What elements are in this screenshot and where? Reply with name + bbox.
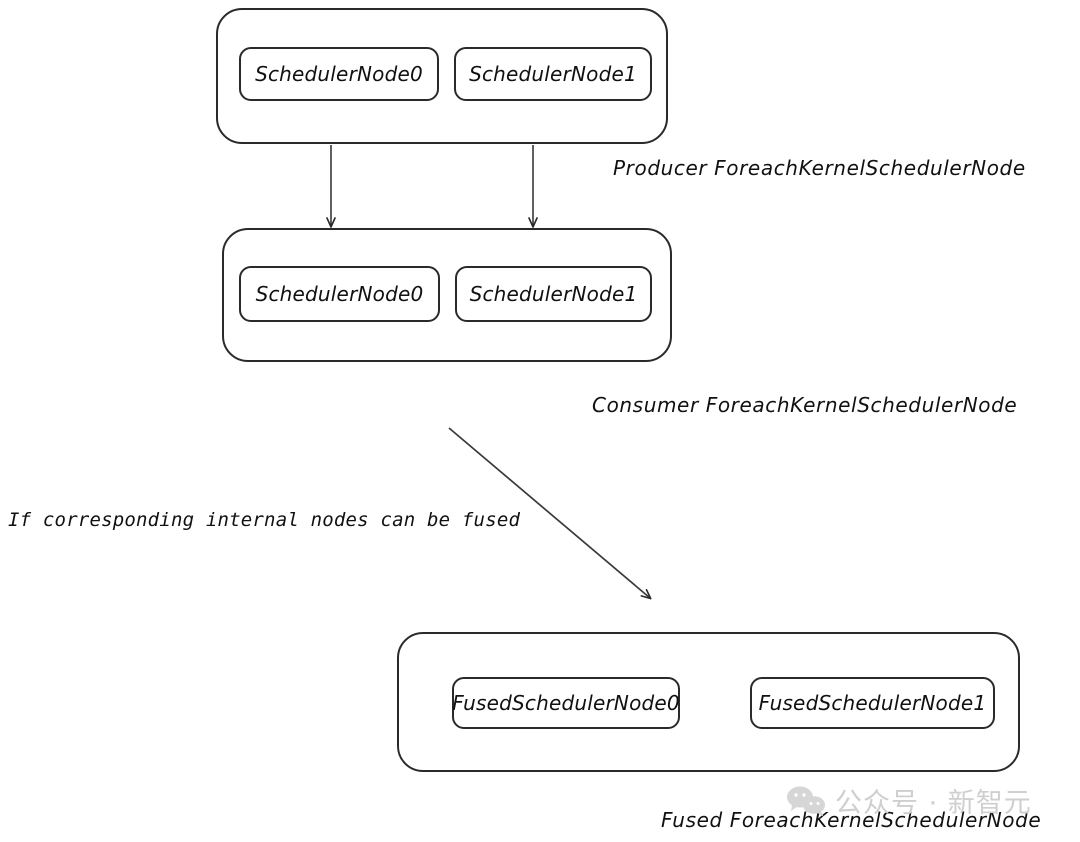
consumer-foreach-kernel-scheduler-node-group: SchedulerNode0 SchedulerNode1 bbox=[222, 228, 672, 362]
fused-group-caption: Fused ForeachKernelSchedulerNode bbox=[661, 808, 1042, 832]
producer-scheduler-node-1-label: SchedulerNode1 bbox=[469, 62, 637, 86]
producer-group-caption: Producer ForeachKernelSchedulerNode bbox=[613, 156, 1026, 180]
producer-scheduler-node-1[interactable]: SchedulerNode1 bbox=[454, 47, 652, 101]
fused-scheduler-node-0[interactable]: FusedSchedulerNode0 bbox=[452, 677, 680, 729]
fusion-condition-annotation: If corresponding internal nodes can be f… bbox=[8, 509, 521, 531]
consumer-group-caption: Consumer ForeachKernelSchedulerNode bbox=[592, 393, 1018, 417]
consumer-scheduler-node-1[interactable]: SchedulerNode1 bbox=[455, 266, 652, 322]
producer-foreach-kernel-scheduler-node-group: SchedulerNode0 SchedulerNode1 bbox=[216, 8, 668, 144]
fused-scheduler-node-1[interactable]: FusedSchedulerNode1 bbox=[750, 677, 995, 729]
consumer-scheduler-node-0-label: SchedulerNode0 bbox=[255, 282, 424, 306]
fused-foreach-kernel-scheduler-node-group: FusedSchedulerNode0 FusedSchedulerNode1 bbox=[397, 632, 1020, 772]
producer-scheduler-node-0[interactable]: SchedulerNode0 bbox=[239, 47, 439, 101]
consumer-scheduler-node-1-label: SchedulerNode1 bbox=[469, 282, 638, 306]
producer-scheduler-node-0-label: SchedulerNode0 bbox=[255, 62, 423, 86]
fused-scheduler-node-0-label: FusedSchedulerNode0 bbox=[452, 691, 680, 715]
fused-scheduler-node-1-label: FusedSchedulerNode1 bbox=[758, 691, 987, 715]
arrow-consumer-to-fused bbox=[448, 427, 652, 600]
consumer-scheduler-node-0[interactable]: SchedulerNode0 bbox=[239, 266, 440, 322]
